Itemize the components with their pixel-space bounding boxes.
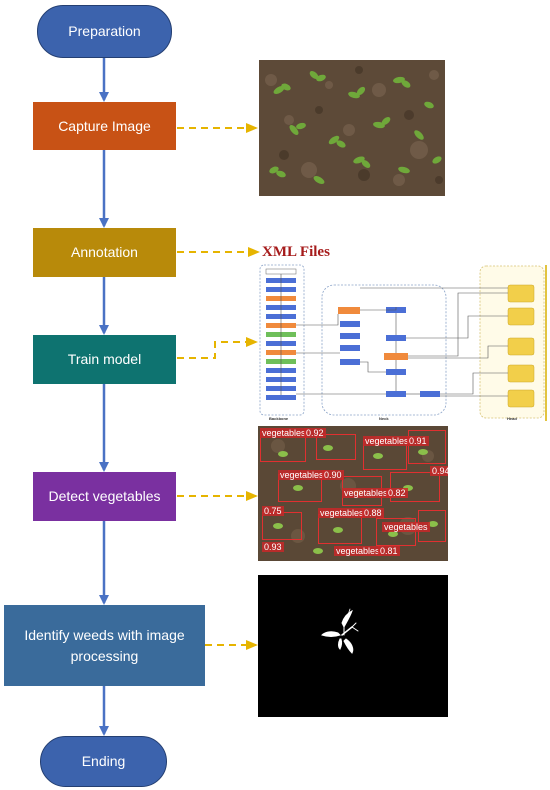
detection-score: 0.82 xyxy=(386,488,408,498)
architecture-diagram: Backbone Neck Head xyxy=(258,263,550,423)
detection-label: vegetables xyxy=(334,546,382,556)
train-model-node: Train model xyxy=(33,335,176,384)
detection-score: 0.81 xyxy=(378,546,400,556)
identify-weeds-label: Identify weeds with image processing xyxy=(24,627,185,664)
detection-score: 0.90 xyxy=(322,470,344,480)
detection-score: 0.91 xyxy=(407,436,429,446)
detection-box xyxy=(262,512,302,540)
preparation-node: Preparation xyxy=(37,5,172,58)
detection-score: 0.75 xyxy=(262,506,284,516)
vegetable-detection-image: vegetables 0.92 vegetables 0.91 0.94 veg… xyxy=(258,426,448,561)
capture-image-label: Capture Image xyxy=(58,117,151,134)
detection-box xyxy=(376,518,416,546)
detection-score: 0.93 xyxy=(262,542,284,552)
detection-box xyxy=(316,434,356,460)
xml-files-label: XML Files xyxy=(262,244,330,260)
detection-label: vegetables xyxy=(260,428,308,438)
preparation-label: Preparation xyxy=(68,23,141,40)
detection-box xyxy=(318,514,362,544)
weed-mask-image xyxy=(258,575,448,717)
detection-score: 0.92 xyxy=(304,428,326,438)
dashed-arrow-train xyxy=(177,337,258,359)
neck-section-label: Neck xyxy=(379,416,389,421)
detection-label: vegetables xyxy=(318,508,366,518)
detection-label: vegetables xyxy=(278,470,326,480)
detection-label: vegetables xyxy=(382,522,430,532)
annotation-label: Annotation xyxy=(71,244,138,261)
backbone-section-label: Backbone xyxy=(269,416,289,421)
detection-label: vegetables xyxy=(363,436,411,446)
identify-weeds-node: Identify weeds with image processing xyxy=(4,605,205,686)
soil-seedlings-image xyxy=(259,60,445,196)
train-model-label: Train model xyxy=(67,351,142,368)
ending-node: Ending xyxy=(40,736,167,787)
detection-score: 0.94 xyxy=(430,466,448,476)
detection-score: 0.88 xyxy=(362,508,384,518)
detect-vegetables-node: Detect vegetables xyxy=(33,472,176,521)
annotation-node: Annotation xyxy=(33,228,176,277)
head-section-label: Head xyxy=(507,416,517,421)
detect-vegetables-label: Detect vegetables xyxy=(48,488,161,505)
detection-label: vegetables xyxy=(342,488,390,498)
capture-image-node: Capture Image xyxy=(33,102,176,150)
detection-box xyxy=(408,430,446,464)
ending-label: Ending xyxy=(81,753,126,770)
detection-box xyxy=(390,472,440,502)
